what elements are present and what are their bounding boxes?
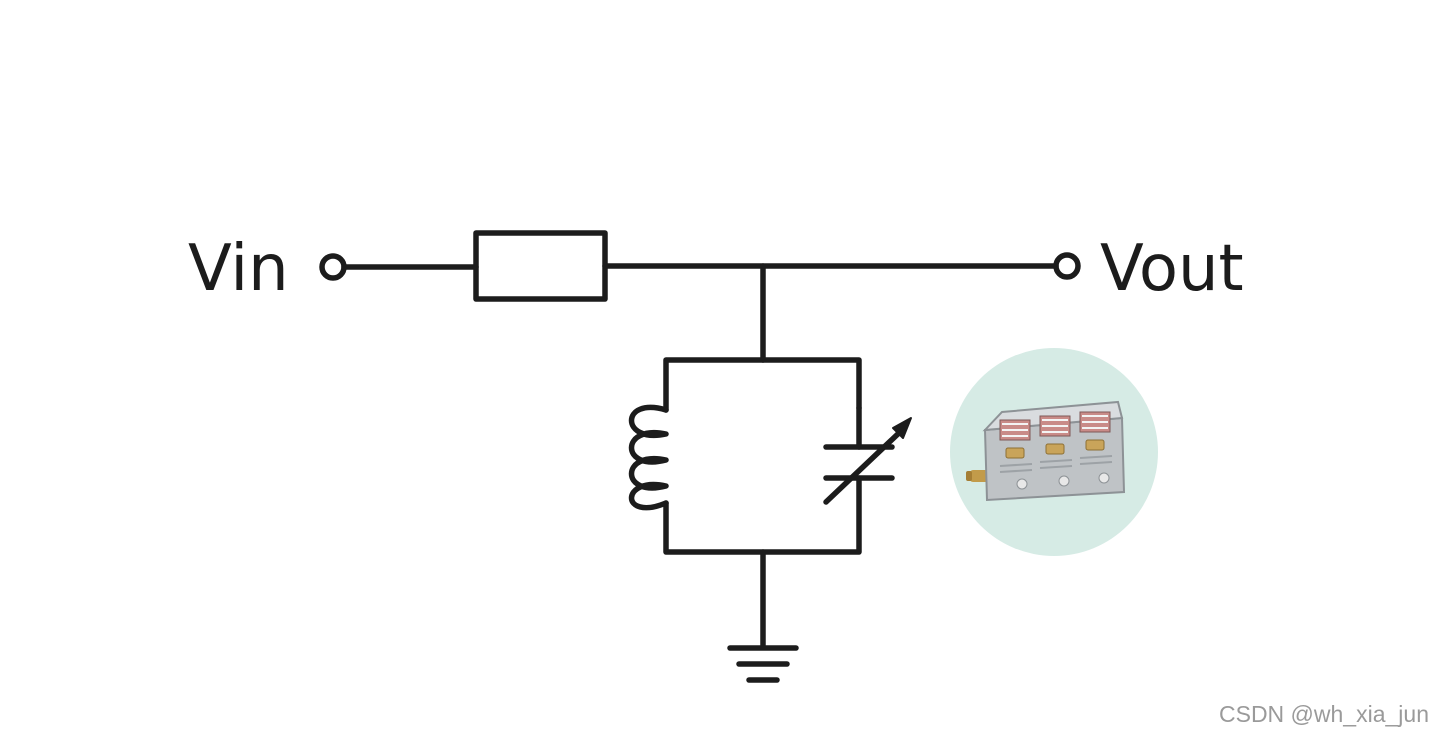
inductor-icon [628, 404, 669, 511]
ground-icon [727, 645, 799, 683]
tuning-capacitor-photo-icon [950, 348, 1158, 556]
tank-bottom-wire [663, 475, 862, 555]
variable-capacitor-icon [823, 405, 912, 505]
output-terminal-icon [1053, 252, 1081, 280]
vin-label: Vin [188, 232, 289, 306]
tank-top-wire [663, 357, 862, 413]
resistor-icon [473, 230, 608, 302]
input-terminal-icon [319, 253, 347, 281]
adjust-arrow-icon [892, 417, 912, 439]
lc-tank [628, 357, 912, 555]
vout-label: Vout [1100, 232, 1244, 306]
watermark-text: CSDN @wh_xia_jun [1219, 701, 1429, 727]
